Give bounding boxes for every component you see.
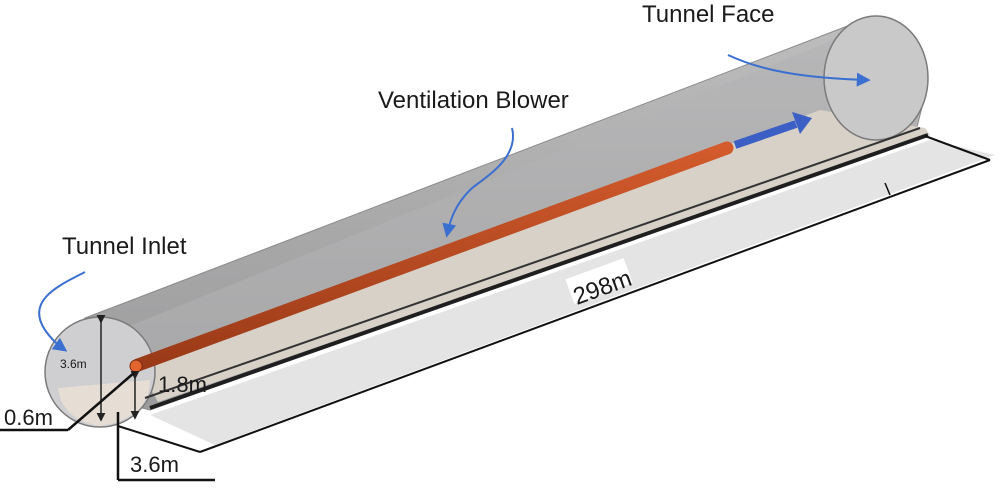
tunnel-inner-wall <box>120 30 905 370</box>
blower-height-label: 1.8m <box>158 372 207 397</box>
tunnel-face-pointer <box>727 54 871 87</box>
ventilation-blower-label: Ventilation Blower <box>378 87 569 114</box>
length-dimension-tick-right <box>924 135 991 161</box>
blower-offset-label: 0.6m <box>4 405 53 430</box>
airflow-arrow-head <box>792 112 812 134</box>
inlet-width-label: 3.6m <box>130 452 179 477</box>
blower-offset-leader <box>67 371 136 431</box>
tunnel-floor <box>140 110 930 402</box>
ventilation-duct <box>131 141 734 372</box>
airflow-arrow-shaft <box>733 120 798 149</box>
tunnel-inlet-label: Tunnel Inlet <box>62 233 187 260</box>
tunnel-face-label: Tunnel Face <box>642 1 775 28</box>
length-dimension-tick-left <box>117 425 201 453</box>
tunnel-inlet-pointer <box>38 271 86 352</box>
ventilation-blower-pointer <box>442 127 515 238</box>
inlet-height-label: 3.6m <box>60 357 87 371</box>
tunnel-base-edge <box>149 133 929 410</box>
length-dimension-line <box>199 159 991 453</box>
length-label-bg <box>565 258 633 304</box>
tunnel-floor-edge <box>144 127 921 399</box>
length-dimension-mark <box>884 182 891 196</box>
duct-inlet-end <box>129 359 143 373</box>
